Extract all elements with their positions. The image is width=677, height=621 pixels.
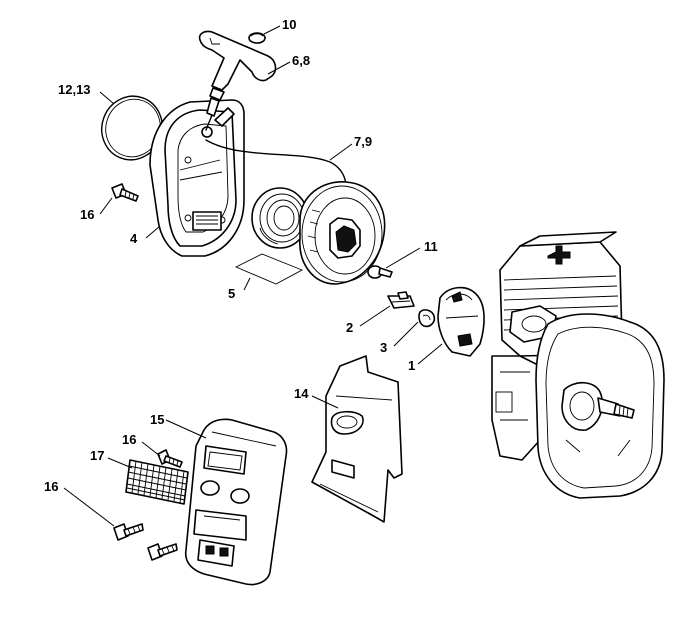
callout-7-9: 7,9 (354, 134, 372, 149)
callout-5: 5 (228, 286, 235, 301)
part-spring-clip (418, 309, 436, 328)
part-heat-shield (311, 355, 403, 523)
callout-11: 11 (424, 239, 438, 254)
part-rewind-spring (234, 187, 309, 285)
callout-1: 1 (408, 358, 415, 373)
part-spark-screen (125, 459, 189, 505)
part-cap (248, 32, 266, 44)
callout-16-upper: 16 (80, 207, 94, 222)
part-muffler (184, 418, 288, 586)
leader-lines (63, 25, 443, 527)
callout-2: 2 (346, 320, 353, 335)
callout-14: 14 (294, 386, 309, 401)
callout-16-lower: 16 (44, 479, 58, 494)
part-pawl-carrier (437, 286, 485, 357)
part-screw-lower (113, 523, 178, 561)
part-starter-grip (198, 30, 277, 131)
part-screw-upper (111, 183, 139, 202)
callout-15: 15 (150, 412, 164, 427)
callout-16-middle: 16 (122, 432, 136, 447)
callout-3: 3 (380, 340, 387, 355)
part-screw-middle (157, 449, 183, 468)
callout-17: 17 (90, 448, 104, 463)
part-screw-11 (367, 265, 393, 279)
part-engine-cylinder (491, 231, 665, 499)
callout-6-8: 6,8 (292, 53, 310, 68)
callout-10: 10 (282, 17, 296, 32)
callout-12-13: 12,13 (58, 82, 91, 97)
callout-4: 4 (130, 231, 138, 246)
part-pawl (387, 291, 415, 309)
part-rope-rotor (299, 181, 386, 285)
part-starter-housing (149, 99, 245, 257)
callout-labels: 10 6,8 12,13 7,9 16 4 5 11 2 3 1 14 15 1… (44, 17, 438, 494)
